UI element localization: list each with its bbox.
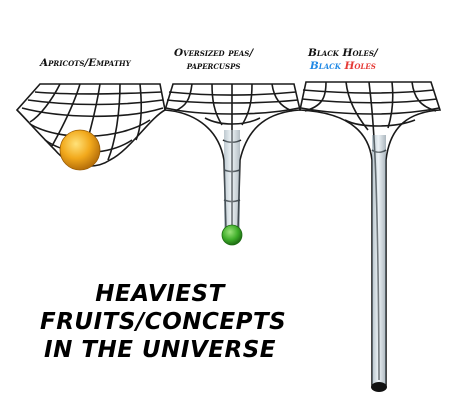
label-peas-papercusps: Oversized peas/ papercusps <box>174 47 253 73</box>
headline-line3: IN THE UNIVERSE <box>44 337 276 363</box>
blackhole-ball <box>371 382 387 392</box>
label-blackholes-red: Holes <box>344 60 376 72</box>
headline-line1: HEAVIEST <box>95 281 225 307</box>
label-blackholes-blue: Black <box>309 60 341 72</box>
label-apricots-empathy: Apricots/Empathy <box>40 57 131 70</box>
headline-line2: FRUITS/CONCEPTS <box>40 309 287 335</box>
label-peas-line1: Oversized peas/ <box>174 47 254 59</box>
label-blackholes-line2: Black Holes <box>308 60 378 73</box>
blackhole-tube <box>372 135 386 385</box>
label-black-holes: Black Holes/ Black Holes <box>308 47 378 73</box>
pea-ball <box>221 224 243 246</box>
label-apricots-text: Apricots/Empathy <box>40 57 131 69</box>
grid-apricot <box>15 83 166 167</box>
apricot-ball <box>59 129 101 171</box>
pea-tube <box>224 130 240 230</box>
label-blackholes-line1: Black Holes/ <box>308 47 378 59</box>
label-peas-line2: papercusps <box>186 60 241 72</box>
grid-blackhole <box>299 81 442 386</box>
headline: HEAVIEST FRUITS/CONCEPTS IN THE UNIVERSE <box>40 280 287 364</box>
